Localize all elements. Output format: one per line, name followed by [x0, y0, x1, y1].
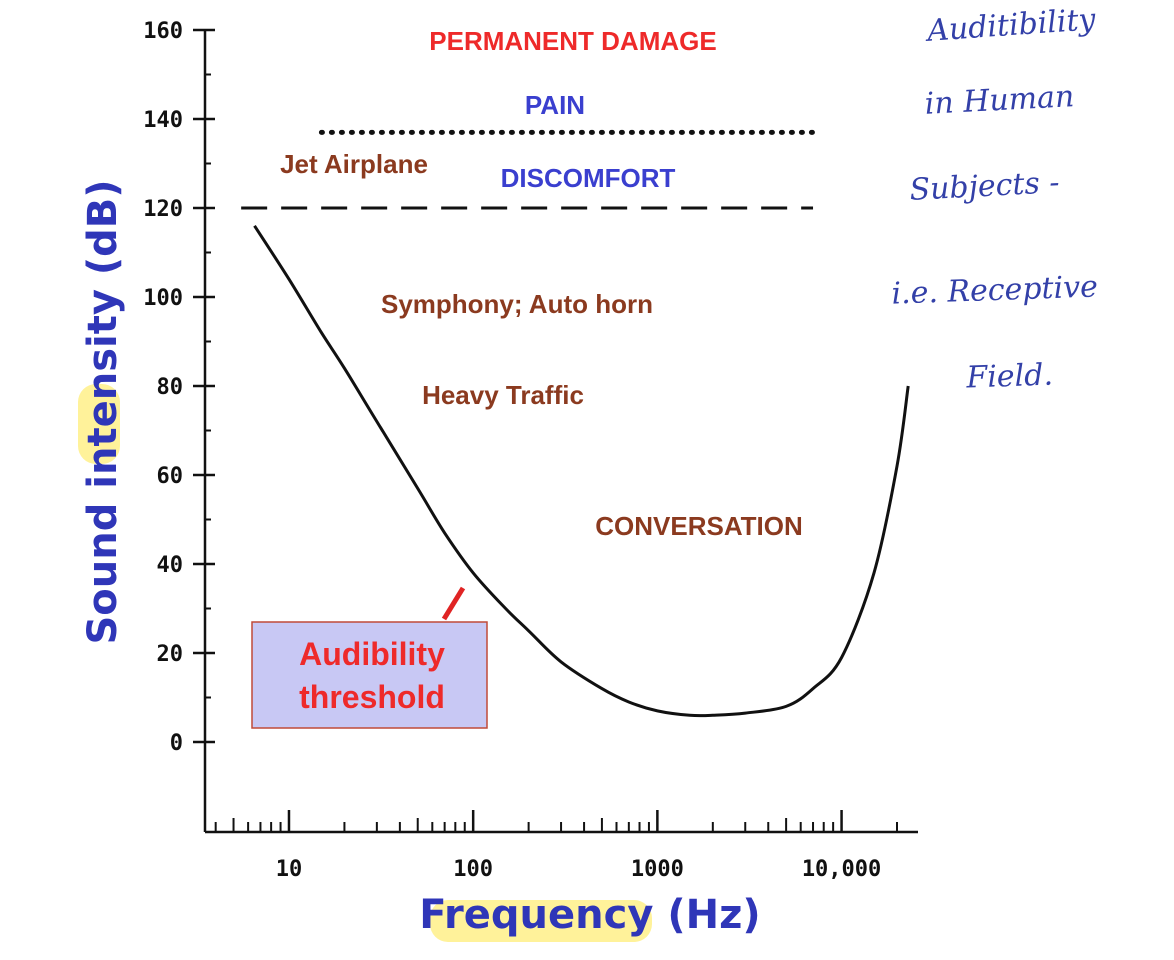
highlight-mark-xlabel — [430, 900, 652, 942]
x-tick-label: 10,000 — [802, 857, 881, 882]
label-jet-airplane: Jet Airplane — [280, 149, 428, 179]
x-axis-title: Frequency (Hz) — [419, 892, 760, 938]
label-symphony-auto-horn: Symphony; Auto horn — [381, 289, 653, 319]
x-axis-title-unit: (Hz) — [667, 892, 760, 938]
x-tick-label: 10 — [276, 857, 303, 882]
x-axis-title-main: Frequency — [419, 892, 653, 938]
label-conversation: CONVERSATION — [595, 511, 803, 541]
callout-box — [251, 621, 488, 729]
series-layer — [253, 224, 910, 718]
note-line: Field. — [965, 358, 1054, 396]
label-discomfort: DISCOMFORT — [501, 163, 676, 193]
y-tick-label: 60 — [157, 464, 184, 489]
x-tick-label: 100 — [453, 857, 493, 882]
y-axis-title: Sound intensity (dB) — [80, 179, 126, 644]
y-tick-label: 160 — [143, 19, 183, 44]
y-tick-label: 20 — [157, 642, 184, 667]
y-tick-label: 120 — [143, 197, 183, 222]
y-tick-label: 80 — [157, 375, 184, 400]
annotations: PERMANENT DAMAGE PAIN Jet Airplane DISCOMFO… — [280, 26, 803, 541]
axes: 0 20 40 60 80 100 120 140 160 10 100 1000 10,000 — [143, 19, 918, 882]
callout-text-line: Audibility — [299, 636, 445, 672]
note-line: Auditibility — [923, 2, 1098, 49]
x-tick-label: 1000 — [631, 857, 684, 882]
callout: Audibility threshold — [251, 586, 488, 729]
axis-titles: Sound intensity (dB) Frequency (Hz) — [80, 179, 761, 938]
callout-text-line: threshold — [299, 679, 445, 715]
highlight-mark-ylabel — [78, 384, 120, 464]
y-tick-label: 0 — [170, 731, 183, 756]
label-pain: PAIN — [525, 90, 585, 120]
label-permanent-damage: PERMANENT DAMAGE — [429, 26, 716, 56]
note-line: Subjects - — [909, 165, 1061, 208]
y-tick-label: 100 — [143, 286, 183, 311]
audibility-threshold-curve — [253, 224, 910, 718]
y-tick-label: 40 — [157, 553, 184, 578]
highlight-layer — [78, 384, 652, 942]
note-line: i.e. Receptive — [891, 269, 1099, 311]
note-line: in Human — [924, 79, 1075, 122]
label-heavy-traffic: Heavy Traffic — [422, 380, 584, 410]
callout-pointer — [441, 586, 466, 621]
reference-lines — [241, 129, 816, 210]
y-tick-label: 140 — [143, 108, 183, 133]
